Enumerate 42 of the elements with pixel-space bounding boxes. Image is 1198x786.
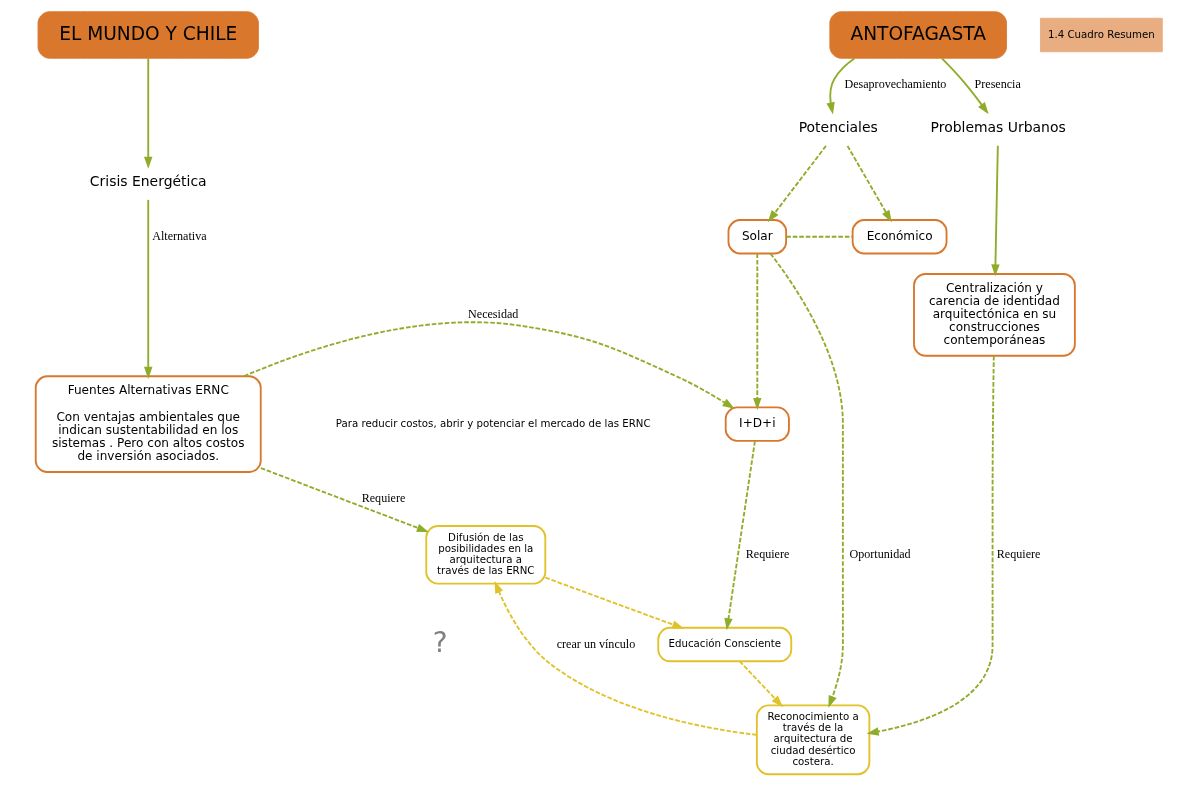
arrow <box>846 145 892 223</box>
edge-label: crear un vínculo <box>556 636 636 651</box>
connector <box>785 235 854 238</box>
node-box: Difusión de las posibilidades en la arquitectura a través de las ERNC <box>425 525 547 585</box>
arrow <box>866 355 995 736</box>
edge-label: Oportunidad <box>849 546 911 561</box>
arrow <box>991 144 1000 277</box>
node-box: Centralización y carencia de identidad arquitectónica en su construcciones contemporáneas <box>913 273 1076 357</box>
label: 1.4 Cuadro Resumen <box>1047 28 1155 40</box>
edge-label: Presencia <box>974 77 1021 92</box>
node-box: I+D+i <box>724 406 790 442</box>
arrow <box>494 581 758 736</box>
edge-label: Desaprovechamiento <box>844 77 947 92</box>
node-box: EL MUNDO Y CHILE <box>37 11 259 59</box>
arrow <box>243 321 735 409</box>
node-text: Potenciales <box>798 119 878 136</box>
arrow <box>144 198 153 379</box>
node-box: Fuentes Alternativas ERNC Con ventajas ambientales que indican sustentabilidad en los sistemas . Pero con altos costos de inversión asociados. <box>34 375 262 473</box>
edge-label: Necesidad <box>468 307 519 322</box>
arrow <box>724 440 756 631</box>
node-box: Solar <box>727 219 788 255</box>
node-text: Problemas Urbanos <box>930 119 1066 136</box>
edge-label: Requiere <box>745 546 790 561</box>
node-box: Económico <box>851 219 948 255</box>
node-box: Reconocimiento a través de la arquitectura de ciudad desértico costera. <box>755 704 871 776</box>
edge-label: Alternativa <box>152 228 207 243</box>
arrow <box>753 252 762 410</box>
arrow <box>544 576 685 629</box>
node-box: ANTOFAGASTA <box>829 11 1007 59</box>
arrow <box>826 57 856 115</box>
arrow <box>769 252 844 708</box>
label: ? <box>432 625 448 659</box>
arrow <box>767 145 827 223</box>
edge-label: Requiere <box>361 491 406 506</box>
node-box: Educación Consciente <box>657 626 793 663</box>
label: Para reducir costos, abrir y potenciar el mercado de las ERNC <box>335 417 651 429</box>
arrow <box>738 660 784 708</box>
arrow <box>259 467 429 533</box>
arrow <box>144 57 153 169</box>
node-text: Crisis Energética <box>89 173 207 190</box>
arrow <box>940 57 989 115</box>
edge-label: Requiere <box>996 546 1041 561</box>
